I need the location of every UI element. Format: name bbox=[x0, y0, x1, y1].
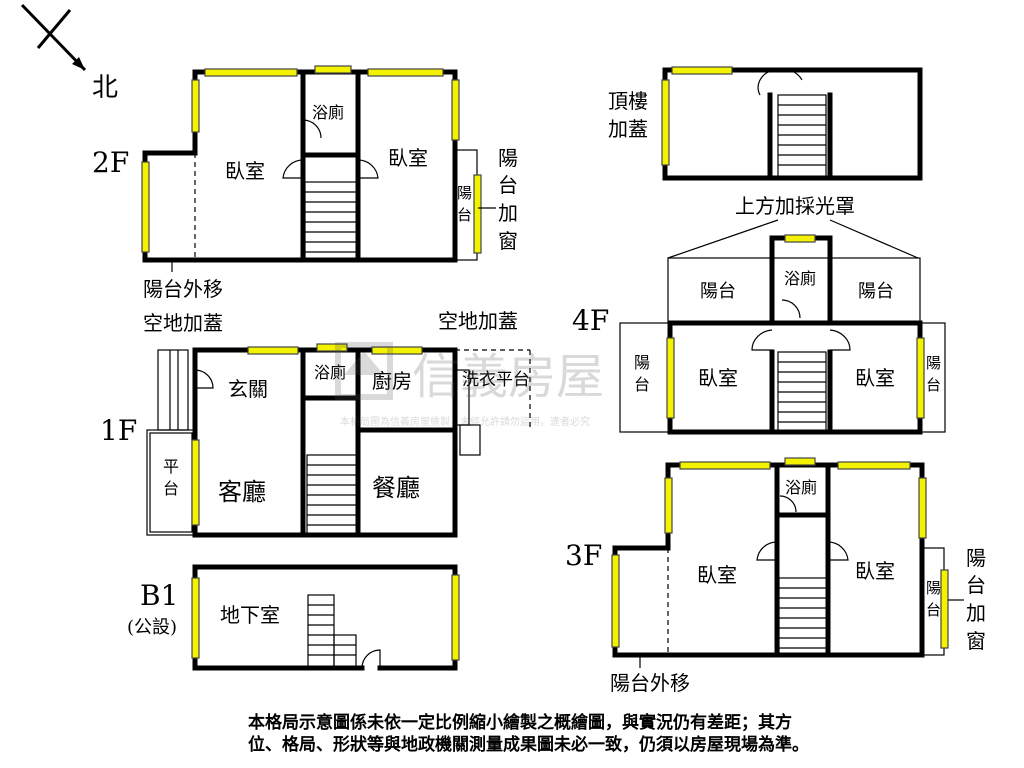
label-2f-balcony-moved-out: 陽台外移 bbox=[143, 277, 223, 301]
stairs-b1 bbox=[307, 594, 357, 669]
label-1f-open-space-left: 空地加蓋 bbox=[143, 311, 223, 335]
stairs-roof bbox=[777, 94, 827, 179]
floor-roof-plan: 頂樓 加蓋 上方加採光罩 bbox=[608, 66, 923, 259]
floor-4f-plan: 4F 陽台 陽台 浴廁 臥室 臥室 陽 台 陽 台 bbox=[572, 234, 946, 435]
label-4f-balcony-v2: 台 bbox=[634, 375, 650, 394]
label-3f-balcony-v1: 陽 bbox=[926, 579, 941, 597]
svg-text:台: 台 bbox=[163, 479, 179, 498]
floor-3f-plan: 3F 臥室 臥室 浴廁 陽台外移 陽 台 陽 台 加 窗 bbox=[565, 457, 986, 695]
north-label: 北 bbox=[92, 73, 118, 103]
label-4f-balcony-v1: 陽 bbox=[634, 353, 650, 372]
floor-2f-plan: 2F 臥室 臥室 浴廁 陽台外移 bbox=[92, 65, 482, 301]
label-1f-platform: 平 台 bbox=[163, 457, 179, 498]
label-4f-balcony-v3: 陽 bbox=[926, 354, 941, 372]
disclaimer-line2: 位、格局、形狀等與地政機關測量成果圖未必一致，仍須以房屋現場為準。 bbox=[248, 735, 809, 755]
floor-label-b1-note: (公設) bbox=[127, 617, 177, 638]
label-3f-balcony-v2: 台 bbox=[926, 601, 941, 619]
brand-logo-icon bbox=[335, 342, 393, 400]
label-skylight: 上方加採光罩 bbox=[735, 194, 855, 218]
room-2f-bath: 浴廁 bbox=[312, 103, 344, 122]
room-3f-bedroom-left: 臥室 bbox=[697, 563, 737, 587]
floor-b1-plan: B1 (公設) 地下室 bbox=[127, 564, 460, 671]
label-1f-open-space-right: 空地加蓋 bbox=[438, 309, 518, 333]
disclaimer-line1: 本格局示意圖係未依一定比例縮小繪製之概繪圖，與實況仍有差距；其方 bbox=[248, 713, 792, 733]
label-3f-balcony-window-3: 加 bbox=[966, 601, 986, 625]
stairs-2f bbox=[304, 181, 358, 261]
floor-label-2f: 2F bbox=[92, 146, 129, 179]
label-3f-balcony-window-4: 窗 bbox=[966, 629, 986, 653]
label-3f-balcony-window-1: 陽 bbox=[966, 546, 986, 570]
label-2f-balcony-v2: 台 bbox=[457, 206, 472, 224]
floor-label-3f: 3F bbox=[565, 539, 602, 572]
room-4f-bath: 浴廁 bbox=[784, 269, 816, 288]
room-1f-entrance: 玄關 bbox=[228, 377, 268, 401]
watermark-brand: 信義房屋 bbox=[412, 349, 604, 405]
label-roof-line2: 加蓋 bbox=[608, 117, 648, 141]
svg-text:加: 加 bbox=[498, 201, 518, 225]
room-2f-bedroom-left: 臥室 bbox=[225, 159, 265, 183]
room-1f-kitchen: 廚房 bbox=[372, 369, 412, 393]
room-4f-bedroom-right: 臥室 bbox=[855, 366, 895, 390]
room-4f-balcony-right: 陽台 bbox=[858, 281, 894, 302]
room-1f-living: 客廳 bbox=[218, 478, 266, 506]
room-1f-bath: 浴廁 bbox=[314, 363, 346, 382]
svg-text:台: 台 bbox=[498, 173, 518, 197]
label-2f-balcony-v1: 陽 bbox=[457, 184, 472, 202]
label-roof-line1: 頂樓 bbox=[608, 89, 648, 113]
room-1f-laundry: 洗衣平台 bbox=[462, 370, 530, 390]
brand-watermark: 信義房屋 本格局圖為信義房屋繪製，未經允許請勿盜用，違者必究 bbox=[335, 342, 604, 428]
disclaimer: 本格局示意圖係未依一定比例縮小繪製之概繪圖，與實況仍有差距；其方 位、格局、形狀… bbox=[248, 712, 928, 756]
label-2f-balcony-window: 陽 台 加 窗 bbox=[478, 146, 518, 253]
floor-label-4f: 4F bbox=[572, 304, 609, 337]
label-4f-balcony-v4: 台 bbox=[926, 376, 941, 394]
watermark-fine-print: 本格局圖為信義房屋繪製，未經允許請勿盜用，違者必究 bbox=[340, 415, 590, 428]
stairs-3f bbox=[778, 577, 828, 656]
room-b1-basement: 地下室 bbox=[220, 603, 280, 627]
svg-text:窗: 窗 bbox=[498, 229, 518, 253]
label-3f-balcony-window-2: 台 bbox=[966, 573, 986, 597]
room-1f-dining: 餐廳 bbox=[372, 474, 420, 502]
room-3f-bath: 浴廁 bbox=[785, 478, 817, 497]
svg-text:平: 平 bbox=[163, 457, 179, 476]
stairs-4f bbox=[777, 351, 827, 433]
svg-text:陽: 陽 bbox=[498, 146, 518, 170]
room-2f-bedroom-right: 臥室 bbox=[388, 146, 428, 170]
room-4f-balcony-left: 陽台 bbox=[700, 281, 736, 302]
north-arrow-icon bbox=[20, 3, 87, 72]
floor-1f-plan: 1F 玄關 浴廁 廚房 洗衣平台 bbox=[100, 309, 531, 538]
room-4f-bedroom-left: 臥室 bbox=[698, 366, 738, 390]
floor-label-b1: B1 bbox=[140, 579, 178, 612]
floor-label-1f: 1F bbox=[100, 414, 137, 447]
stairs-1f bbox=[306, 454, 358, 536]
label-2f-balcony-vertical: 陽 台 bbox=[457, 184, 472, 224]
room-3f-bedroom-right: 臥室 bbox=[855, 559, 895, 583]
label-3f-balcony-moved-out: 陽台外移 bbox=[610, 671, 690, 695]
